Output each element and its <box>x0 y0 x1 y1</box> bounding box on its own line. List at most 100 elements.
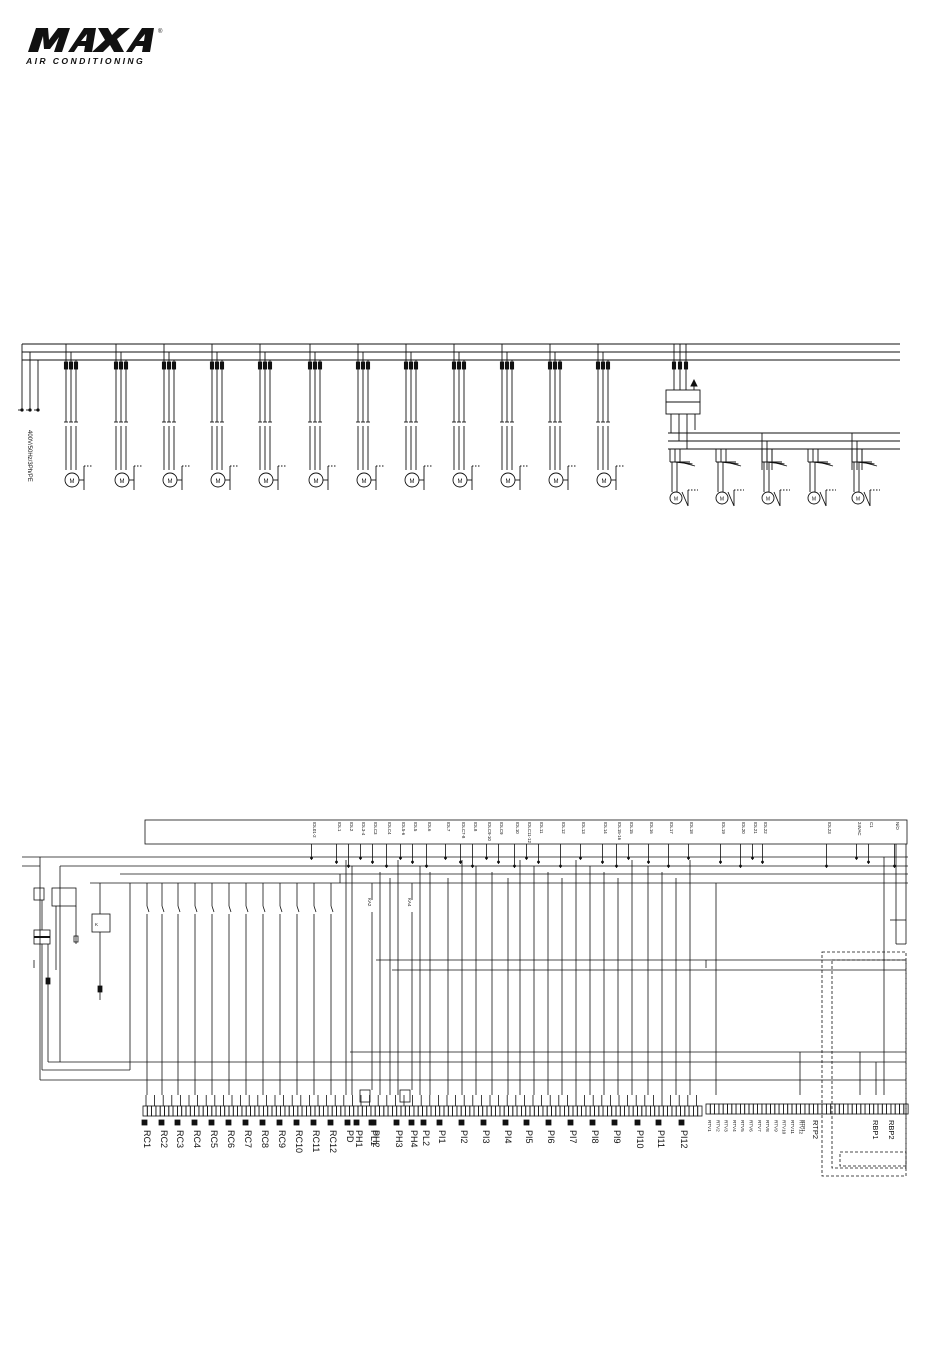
loop-box <box>399 1089 411 1103</box>
terminal-cell <box>521 1105 527 1117</box>
terminal-cell <box>808 1103 814 1115</box>
terminal-cell <box>172 1105 178 1117</box>
terminal-label: RBP1 <box>871 1120 880 1140</box>
terminal-cell <box>215 1105 221 1117</box>
signal-label: IDL20 <box>741 822 746 834</box>
branch-wire <box>817 461 834 467</box>
contact-icon <box>211 905 215 913</box>
terminal-cell <box>641 1105 647 1117</box>
contact-icon <box>313 905 317 913</box>
terminal-cell <box>262 1105 269 1117</box>
junction-dot <box>893 864 896 868</box>
terminal-cell <box>434 1105 441 1117</box>
terminal-cell <box>314 1105 320 1117</box>
junction-dot <box>751 856 754 860</box>
terminal-cell <box>744 1103 750 1115</box>
fuse-icon <box>161 361 167 370</box>
terminal-cell <box>288 1105 294 1117</box>
terminal-cell <box>697 1105 703 1117</box>
terminal-marker <box>259 1119 266 1126</box>
terminal-cell <box>400 1105 406 1117</box>
terminal-marker <box>353 1119 360 1126</box>
terminal-cell <box>637 1105 643 1117</box>
terminal-cell <box>735 1103 741 1115</box>
terminal-marker <box>370 1119 377 1126</box>
junction-dot <box>867 860 870 864</box>
terminal-cell <box>890 1103 896 1115</box>
terminal-marker <box>678 1119 685 1126</box>
signal-label: IDL18 <box>689 822 694 834</box>
terminal-label: PI3 <box>481 1130 491 1144</box>
fuse-icon <box>408 361 414 370</box>
terminal-label: PH4 <box>409 1130 419 1148</box>
fuse-icon <box>499 361 505 370</box>
terminal-marker <box>174 1119 181 1126</box>
junction-dot <box>371 860 374 864</box>
motor-symbol: M <box>506 479 511 485</box>
fuse-icon <box>451 361 457 370</box>
terminal-cell <box>293 1105 299 1117</box>
terminal-label: RTP1 <box>801 1120 806 1132</box>
terminal-cell <box>783 1103 789 1115</box>
starter-box <box>665 389 701 403</box>
terminal-cell <box>860 1103 866 1115</box>
starter-box <box>665 401 701 415</box>
signal-label: IDL1 <box>337 822 342 832</box>
terminal-cell <box>709 1103 715 1115</box>
junction-dot <box>497 860 500 864</box>
terminal-cell <box>447 1105 453 1117</box>
terminal-cell <box>598 1105 604 1117</box>
terminal-cell <box>838 1103 844 1115</box>
junction-dot <box>525 856 528 860</box>
terminal-cell <box>336 1105 342 1117</box>
terminal-cell <box>761 1103 767 1115</box>
svg-text:®: ® <box>158 28 163 35</box>
terminal-label: RC2 <box>159 1130 169 1148</box>
fuse-icon <box>552 361 558 370</box>
terminal-cell <box>903 1103 909 1115</box>
junction-dot <box>399 856 402 860</box>
junction-dot <box>615 864 618 868</box>
signal-label: IDL19 <box>721 822 726 834</box>
signal-label: IDL6 <box>427 822 432 832</box>
fuse-icon <box>671 361 677 370</box>
signal-label: IDL01-2 <box>312 822 317 838</box>
terminal-cell <box>662 1105 668 1117</box>
terminal-cell <box>675 1105 681 1117</box>
terminal-cell <box>486 1105 492 1117</box>
junction-dot <box>425 864 428 868</box>
terminal-label: PI4 <box>503 1130 513 1144</box>
terminal-label: RTV2 <box>715 1120 720 1132</box>
terminal-cell <box>804 1103 810 1115</box>
terminal-cell <box>770 1103 776 1115</box>
fuse-icon <box>317 361 323 370</box>
supply-label: 400V/50Hz/3Ph/PE <box>26 430 32 482</box>
motor-symbol: M <box>856 497 860 503</box>
terminal-cell <box>482 1105 488 1117</box>
junction-dot <box>485 856 488 860</box>
terminal-cell <box>542 1105 548 1117</box>
terminal-cell <box>194 1105 200 1117</box>
motor-branch: M <box>403 344 432 490</box>
terminal-marker <box>420 1119 427 1126</box>
branch-wire <box>727 491 735 507</box>
terminal-cell <box>680 1105 686 1117</box>
terminal-cell <box>327 1105 333 1117</box>
terminal-cell <box>340 1105 346 1117</box>
terminal-cell <box>391 1105 398 1117</box>
junction-dot <box>347 864 350 868</box>
terminal-cell <box>207 1105 213 1117</box>
terminal-label: RTV1 <box>707 1120 712 1132</box>
terminal-marker <box>293 1119 300 1126</box>
fuse-icon <box>683 361 689 370</box>
motor-icon <box>807 491 821 505</box>
motor-branch: M <box>451 344 480 490</box>
motor-symbol: M <box>314 479 319 485</box>
terminal-cell <box>366 1105 372 1117</box>
junction-dot <box>579 856 582 860</box>
motor-symbol: M <box>674 497 678 503</box>
terminal-label: RC8 <box>260 1130 270 1148</box>
motor-symbol: M <box>216 479 221 485</box>
signal-label: IDL16 <box>649 822 654 834</box>
terminal-cell <box>305 1105 312 1117</box>
